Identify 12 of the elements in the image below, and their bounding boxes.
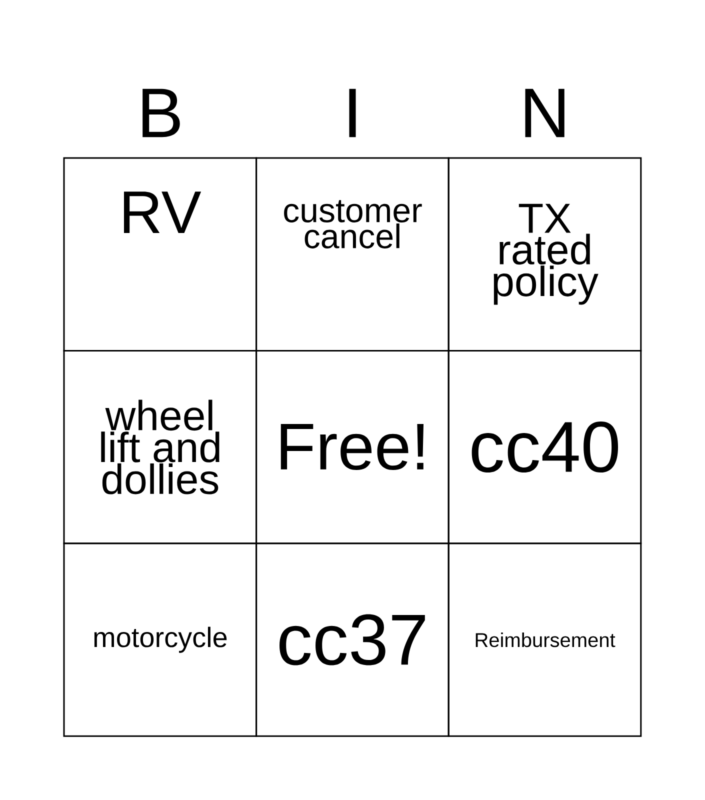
column-letter: B xyxy=(142,88,180,138)
column-letter: N xyxy=(525,88,564,138)
bingo-cell: cc40 xyxy=(448,350,642,544)
bingo-cell: RV xyxy=(63,157,258,352)
bingo-cell: motorcycle xyxy=(63,542,258,737)
column-letter: I xyxy=(349,88,356,138)
bingo-cell: cc37 xyxy=(256,542,450,737)
bingo-cell: TX rated policy xyxy=(448,157,642,352)
bingo-cell: customer cancel xyxy=(256,157,450,352)
bingo-cell: wheel lift and dollies xyxy=(63,350,258,544)
bingo-cell: Reimbursement xyxy=(448,542,642,737)
bingo-cell: Free! xyxy=(256,350,450,544)
